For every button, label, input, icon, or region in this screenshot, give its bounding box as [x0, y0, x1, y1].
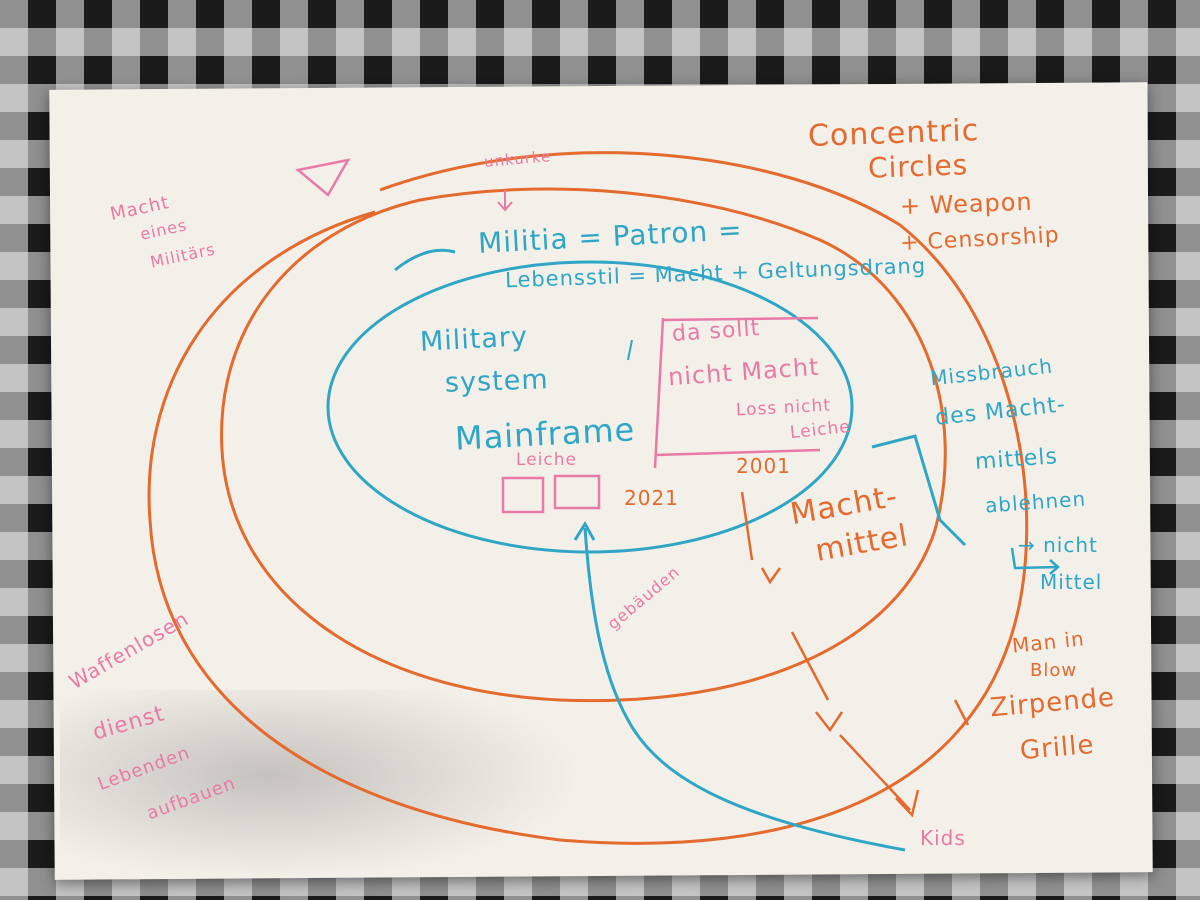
title-line-2: Circles: [867, 148, 969, 185]
title-line-1: Concentric: [807, 113, 980, 154]
blue-right-arrow: [1010, 547, 1060, 575]
outer-orange-circle: [147, 151, 1029, 845]
box-line-1: da sollt: [671, 315, 761, 348]
title-line-3: + Weapon: [899, 187, 1034, 221]
orange-tick: [953, 699, 970, 726]
year-2021: 2021: [624, 486, 679, 510]
pink-triangle: [295, 158, 351, 197]
blue-tick: [627, 339, 633, 361]
orange-arrow-1: [740, 491, 782, 585]
blue-bracket: [871, 434, 967, 547]
pink-box-left: [501, 476, 545, 514]
blue-curved-arrow: [573, 521, 906, 852]
military-line-1: Military: [419, 321, 529, 358]
orange-arrow-3: [839, 734, 920, 818]
pink-box: [653, 316, 821, 469]
kids-label: Kids: [920, 826, 966, 850]
military-line-2: system: [444, 364, 550, 399]
right-blue-arrow-label: → nicht: [1018, 533, 1098, 557]
leiche-left: Leiche: [516, 450, 577, 470]
pink-down-arrow: [497, 190, 513, 212]
middle-orange-circle: [220, 187, 947, 703]
year-2001: 2001: [736, 454, 791, 478]
bottom-right-4: Grille: [1018, 729, 1096, 767]
right-blue-line-5: Mittel: [1040, 570, 1103, 594]
inner-blue-ellipse: [326, 260, 854, 554]
bottom-right-2: Blow: [1030, 660, 1078, 681]
pink-box-right: [553, 474, 601, 510]
right-blue-line-3: mittels: [974, 444, 1059, 475]
orange-arrow-2: [790, 631, 844, 733]
blue-arc: [394, 248, 456, 272]
